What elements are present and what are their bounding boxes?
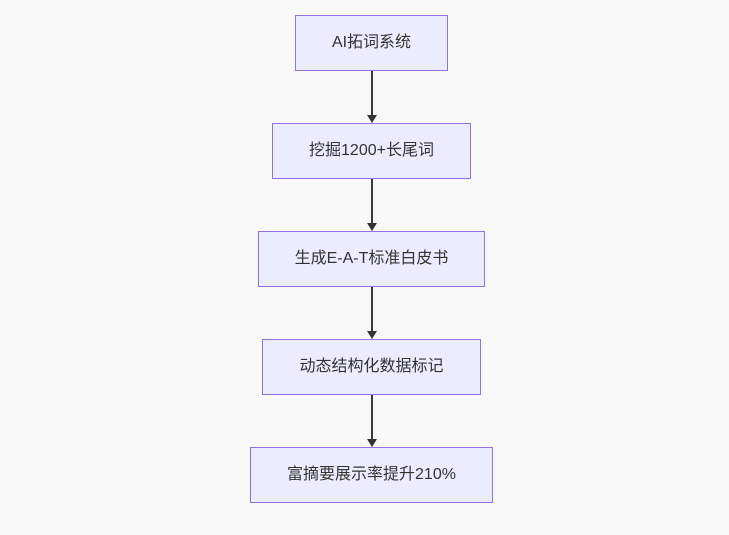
arrow-down-icon bbox=[366, 439, 377, 447]
flow-node-longtail-mining: 挖掘1200+长尾词 bbox=[272, 123, 471, 179]
flow-node-rich-snippet-rate: 富摘要展示率提升210% bbox=[250, 447, 493, 503]
arrow-line bbox=[370, 179, 373, 223]
arrow-line bbox=[370, 287, 373, 331]
arrow-edge-4 bbox=[366, 395, 377, 447]
flow-node-structured-data-markup: 动态结构化数据标记 bbox=[262, 339, 481, 395]
arrow-line bbox=[370, 395, 373, 439]
arrow-edge-1 bbox=[366, 71, 377, 123]
arrow-edge-2 bbox=[366, 179, 377, 231]
arrow-down-icon bbox=[366, 223, 377, 231]
flowchart: AI拓词系统 挖掘1200+长尾词 生成E-A-T标准白皮书 动态结构化数据标记… bbox=[7, 15, 729, 503]
flow-node-ai-keyword-system: AI拓词系统 bbox=[294, 15, 449, 71]
flow-node-eat-whitepaper: 生成E-A-T标准白皮书 bbox=[257, 231, 486, 287]
arrow-down-icon bbox=[366, 331, 377, 339]
arrow-down-icon bbox=[366, 115, 377, 123]
arrow-edge-3 bbox=[366, 287, 377, 339]
arrow-line bbox=[370, 71, 373, 115]
